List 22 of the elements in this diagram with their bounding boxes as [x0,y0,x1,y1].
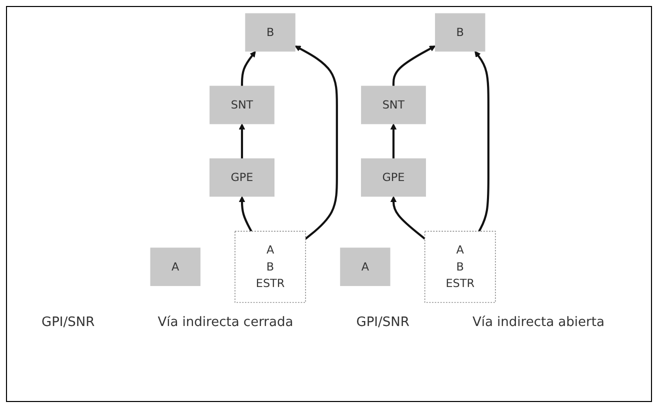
node-box: GPE [360,158,426,197]
arrow [238,196,252,232]
node-box: B [245,13,296,52]
node-box: A B ESTR [424,230,496,303]
node-box: A B ESTR [234,230,306,303]
arrow [294,46,338,240]
node-box: A [150,248,200,286]
node-box: A [340,248,390,286]
arrow [240,50,256,86]
arrow [392,46,436,86]
arrow [390,124,397,159]
node-box: B [435,13,486,52]
node-box: SNT [361,86,426,124]
arrow [238,124,246,159]
node-box: SNT [210,86,274,124]
arrow [390,196,426,240]
caption: Vía indirecta cerrada [158,315,294,330]
node-box: GPE [210,158,274,197]
region-label: GPI/SNR [42,315,95,330]
arrow [474,50,490,232]
caption: Vía indirecta abierta [472,315,604,330]
region-label: GPI/SNR [356,315,410,330]
